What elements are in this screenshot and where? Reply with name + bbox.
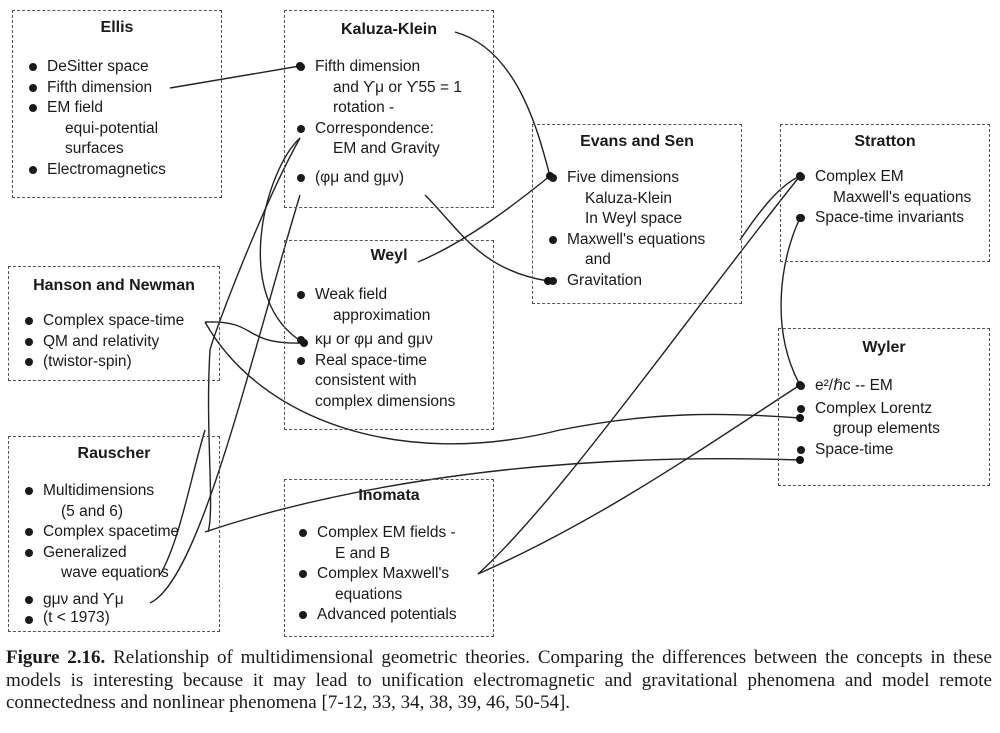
box-hanson-newman: Hanson and Newman Complex space-time QM … (8, 266, 220, 381)
box-title: Rauscher (77, 445, 151, 462)
link-wyler-stratton (780, 217, 801, 386)
box-rauscher: Rauscher Multidimensions (5 and 6) Compl… (8, 436, 220, 632)
box-title: Ellis (100, 19, 134, 36)
link-ellis-kaluza (169, 65, 301, 89)
list-item: Space-time (795, 440, 940, 461)
list-item: EM field equi-potential surfaces (27, 98, 166, 160)
link-dot (796, 456, 804, 464)
box-weyl: Weyl Weak field approximation κμ or φμ a… (284, 240, 494, 430)
list-item: Maxwell's equations and (547, 230, 705, 271)
list-item: Gravitation (547, 271, 705, 292)
list-item: κμ or φμ and gμν (295, 330, 455, 351)
box-title: Evans and Sen (580, 133, 694, 150)
list-item: QM and relativity (23, 332, 184, 353)
caption-text: Relationship of multidimensional geometr… (6, 647, 992, 713)
link-hanson-wyler (204, 321, 801, 445)
list-item: gμν and ϒμ (23, 590, 179, 611)
box-title: Stratton (854, 133, 916, 150)
box-wyler: Wyler e²/ℏc -- EM Complex Lorentz group … (778, 328, 990, 486)
link-rauscher-genwave (159, 429, 206, 576)
link-evans-stratton (739, 175, 801, 241)
box-kaluza-klein: Kaluza-Klein Fifth dimension and ϒμ or ϒ… (284, 10, 494, 208)
box-title: Hanson and Newman (33, 277, 195, 294)
list-item: Complex spacetime (23, 522, 179, 543)
link-rauscher-wyler (204, 458, 801, 533)
figure-caption: Figure 2.16. Relationship of multidimens… (6, 647, 992, 715)
list-item: Five dimensions Kaluza-Klein In Weyl spa… (547, 168, 705, 230)
list-item: Real space-time consistent with complex … (295, 351, 455, 413)
box-evans-sen: Evans and Sen Five dimensions Kaluza-Kle… (532, 124, 742, 304)
list-item: Fifth dimension (27, 78, 166, 99)
link-inomata-wyler (477, 384, 801, 575)
list-item: DeSitter space (27, 57, 166, 78)
box-title: Inomata (358, 487, 420, 504)
box-ellis: Ellis DeSitter space Fifth dimension EM … (12, 10, 222, 198)
list-item: Complex space-time (23, 311, 184, 332)
list-item: Complex EM fields - E and B (297, 523, 457, 564)
list-item: Generalized wave equations (23, 543, 179, 584)
box-inomata: Inomata Complex EM fields - E and B Comp… (284, 479, 494, 637)
list-item: e²/ℏc -- EM (795, 376, 940, 397)
list-item: Electromagnetics (27, 160, 166, 181)
list-item: Advanced potentials (297, 605, 457, 626)
link-dot (796, 414, 804, 422)
list-item: Multidimensions (5 and 6) (23, 481, 179, 522)
list-item: Correspondence: EM and Gravity (295, 119, 462, 160)
link-weyl-evans (417, 175, 551, 263)
list-item: Weak field approximation (295, 285, 455, 326)
link-kaluza-corr-weyl (259, 137, 305, 344)
list-item: Space-time invariants (795, 208, 971, 229)
list-item: Fifth dimension and ϒμ or ϒ55 = 1 rotati… (295, 57, 462, 119)
list-item: Complex Lorentz group elements (795, 399, 940, 440)
caption-label: Figure 2.16. (6, 647, 106, 668)
list-item: Complex EM Maxwell's equations (795, 167, 971, 208)
link-inomata-stratton (477, 175, 801, 575)
link-hanson-weyl (204, 321, 305, 344)
link-rauscher-kaluza (149, 194, 301, 604)
box-stratton: Stratton Complex EM Maxwell's equations … (780, 124, 990, 262)
list-item: (twistor-spin) (23, 352, 184, 373)
box-title: Wyler (862, 339, 906, 356)
list-item: Complex Maxwell's equations (297, 564, 457, 605)
list-item: (φμ and gμν) (295, 168, 462, 189)
list-item: (t < 1973) (23, 610, 179, 626)
box-title: Kaluza-Klein (340, 21, 437, 38)
box-title: Weyl (370, 247, 408, 264)
link-kaluza-evans (454, 31, 551, 177)
